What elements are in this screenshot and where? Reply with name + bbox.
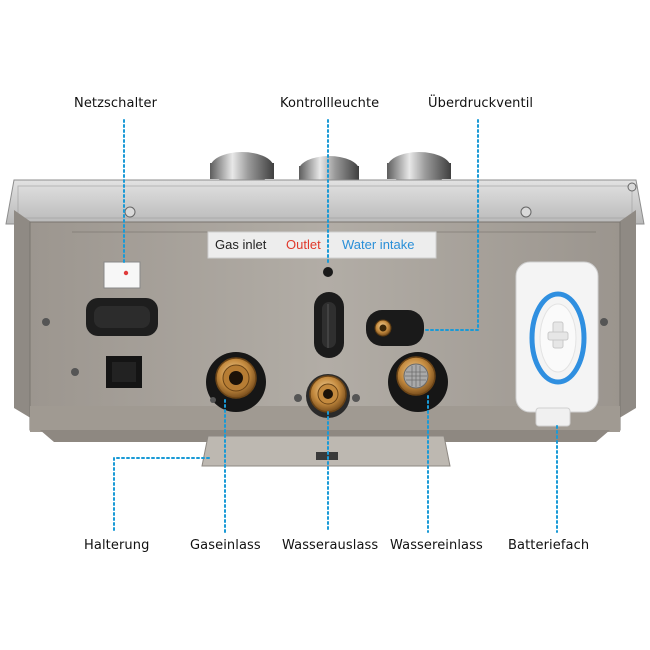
- leader-lines: [113, 119, 558, 533]
- label-water-inlet: Wassereinlass: [390, 538, 483, 553]
- label-water-outlet: Wasserauslass: [282, 538, 379, 553]
- label-control-light: Kontrollleuchte: [280, 96, 380, 111]
- sticker-gas-text: Gas inlet: [215, 237, 267, 252]
- label-power-switch: Netzschalter: [74, 96, 158, 111]
- knob-right: [387, 152, 451, 184]
- sticker-water-text: Water intake: [342, 237, 415, 252]
- label-battery-compartment: Batteriefach: [508, 538, 590, 553]
- sticker-outlet-text: Outlet: [286, 237, 321, 252]
- knob-left: [210, 152, 274, 184]
- label-pressure-valve: Überdruckventil: [428, 96, 534, 111]
- label-gas-inlet: Gaseinlass: [190, 538, 261, 553]
- label-bracket: Halterung: [84, 538, 150, 553]
